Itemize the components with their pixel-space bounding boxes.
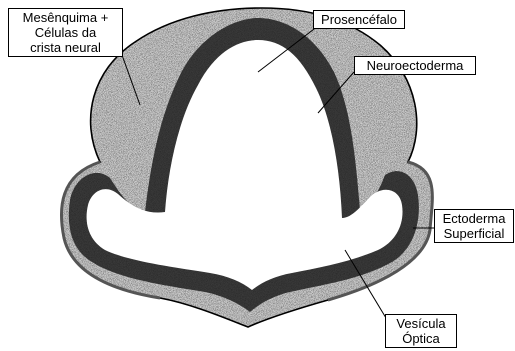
label-neuroectoderma: Neuroectoderma [354,56,476,75]
label-prosencefalo-text: Prosencéfalo [317,12,401,27]
label-ectoderma-line1: Ectoderma [438,211,510,226]
label-ectoderma: Ectoderma Superficial [434,209,514,243]
label-mesenquima-line3: crista neural [12,40,119,55]
label-vesicula: Vesícula Óptica [385,314,457,348]
label-mesenquima-line2: Células da [12,25,119,40]
label-vesicula-line1: Vesícula [389,316,453,331]
label-mesenquima-line1: Mesênquima + [12,10,119,25]
label-mesenquima: Mesênquima + Células da crista neural [8,8,123,57]
label-vesicula-line2: Óptica [389,331,453,346]
label-prosencefalo: Prosencéfalo [313,10,405,29]
label-ectoderma-line2: Superficial [438,226,510,241]
label-neuroectoderma-text: Neuroectoderma [358,58,472,73]
